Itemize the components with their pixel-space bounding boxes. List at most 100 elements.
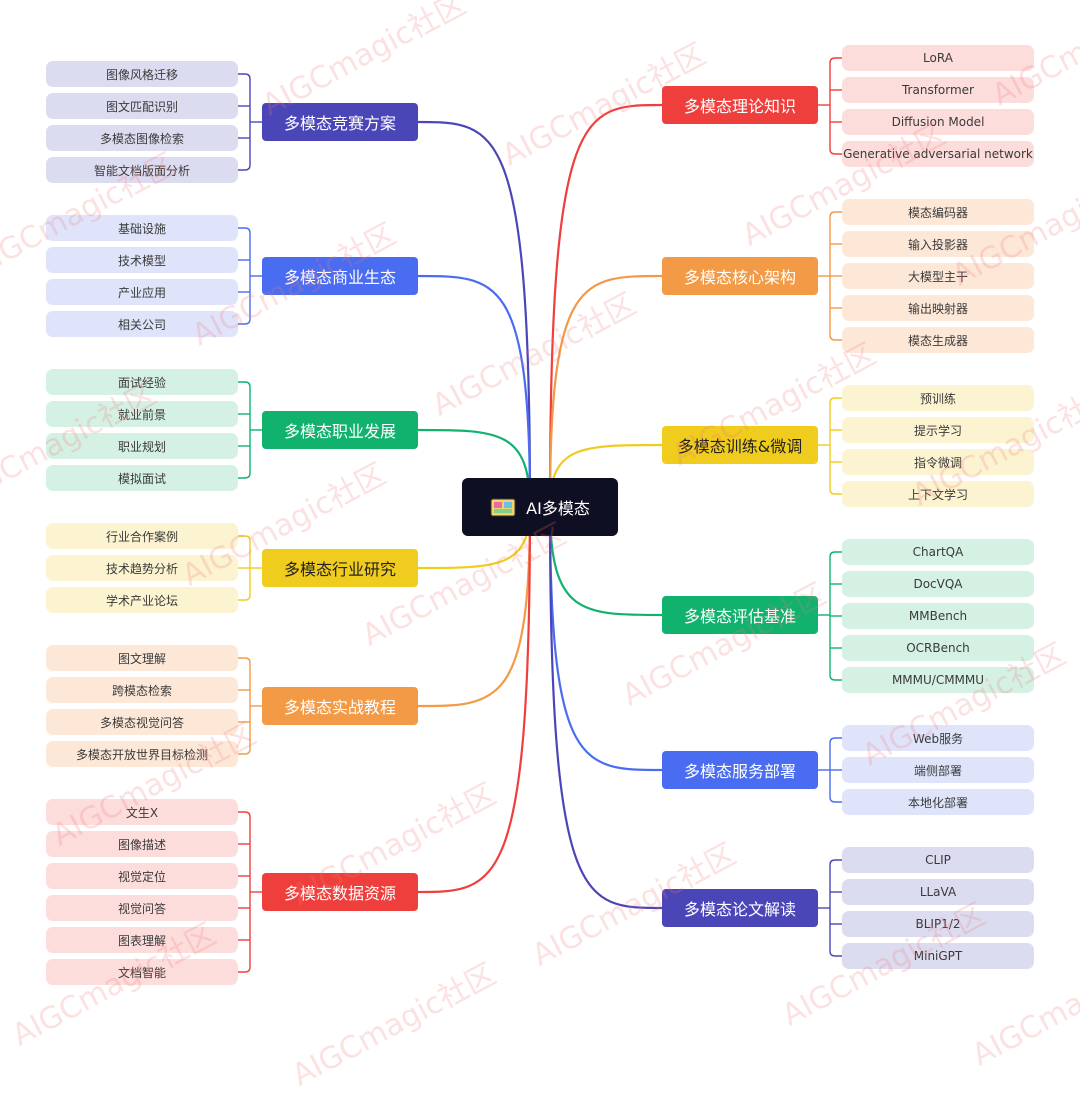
connector-line xyxy=(238,472,251,479)
leaf-node[interactable]: 大模型主干 xyxy=(842,263,1034,289)
branch-node[interactable]: 多模态商业生态 xyxy=(262,257,418,295)
leaf-node[interactable]: MMMU/CMMMU xyxy=(842,667,1034,693)
connector-line xyxy=(238,381,251,388)
leaf-node[interactable]: CLIP xyxy=(842,847,1034,873)
leaf-node[interactable]: OCRBench xyxy=(842,635,1034,661)
branch-node[interactable]: 多模态竞赛方案 xyxy=(262,103,418,141)
leaf-node[interactable]: 跨模态检索 xyxy=(46,677,238,703)
connector-line xyxy=(238,811,251,818)
connector-line xyxy=(238,748,251,755)
branch-node[interactable]: 多模态数据资源 xyxy=(262,873,418,911)
leaf-node[interactable]: BLIP1/2 xyxy=(842,911,1034,937)
leaf-node[interactable]: 行业合作案例 xyxy=(46,523,238,549)
leaf-node[interactable]: 图像风格迁移 xyxy=(46,61,238,87)
connector-line xyxy=(548,103,663,508)
leaf-node[interactable]: 面试经验 xyxy=(46,369,238,395)
leaf-node[interactable]: 职业规划 xyxy=(46,433,238,459)
leaf-node[interactable]: Generative adversarial network xyxy=(842,141,1034,167)
connector-line xyxy=(829,859,842,866)
branch-node[interactable]: 多模态理论知识 xyxy=(662,86,818,124)
leaf-node[interactable]: 视觉问答 xyxy=(46,895,238,921)
connector-line xyxy=(238,535,251,542)
leaf-node[interactable]: 模态编码器 xyxy=(842,199,1034,225)
leaf-node[interactable]: 文档智能 xyxy=(46,959,238,985)
connector-line xyxy=(238,594,251,601)
branch-node[interactable]: 多模态训练&微调 xyxy=(662,426,818,464)
connector-line xyxy=(548,506,663,910)
leaf-node[interactable]: 技术趋势分析 xyxy=(46,555,238,581)
leaf-node[interactable]: Transformer xyxy=(842,77,1034,103)
connector-line xyxy=(829,334,842,341)
root-node[interactable]: AI多模态 xyxy=(462,478,618,536)
leaf-node[interactable]: 上下文学习 xyxy=(842,481,1034,507)
branch-node[interactable]: 多模态行业研究 xyxy=(262,549,418,587)
leaf-node[interactable]: 输入投影器 xyxy=(842,231,1034,257)
leaf-node[interactable]: 本地化部署 xyxy=(842,789,1034,815)
connector-line xyxy=(238,73,251,80)
leaf-node[interactable]: 预训练 xyxy=(842,385,1034,411)
leaf-node[interactable]: LoRA xyxy=(842,45,1034,71)
leaf-node[interactable]: 技术模型 xyxy=(46,247,238,273)
connector-line xyxy=(829,148,842,155)
leaf-node[interactable]: 智能文档版面分析 xyxy=(46,157,238,183)
leaf-node[interactable]: 多模态开放世界目标检测 xyxy=(46,741,238,767)
connector-line xyxy=(829,796,842,803)
branch-node[interactable]: 多模态服务部署 xyxy=(662,751,818,789)
leaf-node[interactable]: MMBench xyxy=(842,603,1034,629)
connector-line xyxy=(238,657,251,664)
leaf-node[interactable]: 图文匹配识别 xyxy=(46,93,238,119)
connector-line xyxy=(417,274,532,508)
connector-line xyxy=(829,737,842,744)
leaf-node[interactable]: ChartQA xyxy=(842,539,1034,565)
connector-line xyxy=(829,488,842,495)
leaf-node[interactable]: Diffusion Model xyxy=(842,109,1034,135)
connector-line xyxy=(548,274,663,508)
leaf-node[interactable]: 输出映射器 xyxy=(842,295,1034,321)
branch-node[interactable]: 多模态评估基准 xyxy=(662,596,818,634)
connector-line xyxy=(417,506,532,894)
root-label: AI多模态 xyxy=(526,499,590,518)
connector-line xyxy=(829,674,842,681)
leaf-node[interactable]: 提示学习 xyxy=(842,417,1034,443)
leaf-node[interactable]: 学术产业论坛 xyxy=(46,587,238,613)
connector-line xyxy=(417,120,532,508)
connector-line xyxy=(829,950,842,957)
connector-line xyxy=(238,318,251,325)
branch-node[interactable]: 多模态核心架构 xyxy=(662,257,818,295)
leaf-node[interactable]: 图文理解 xyxy=(46,645,238,671)
leaf-node[interactable]: 基础设施 xyxy=(46,215,238,241)
leaf-node[interactable]: 图像描述 xyxy=(46,831,238,857)
leaf-node[interactable]: LLaVA xyxy=(842,879,1034,905)
leaf-node[interactable]: 文生X xyxy=(46,799,238,825)
leaf-node[interactable]: 端侧部署 xyxy=(842,757,1034,783)
leaf-node[interactable]: 模态生成器 xyxy=(842,327,1034,353)
leaf-node[interactable]: MiniGPT xyxy=(842,943,1034,969)
connector-line xyxy=(829,211,842,218)
leaf-node[interactable]: DocVQA xyxy=(842,571,1034,597)
leaf-node[interactable]: 就业前景 xyxy=(46,401,238,427)
leaf-node[interactable]: 多模态图像检索 xyxy=(46,125,238,151)
leaf-node[interactable]: Web服务 xyxy=(842,725,1034,751)
leaf-node[interactable]: 指令微调 xyxy=(842,449,1034,475)
connector-lines xyxy=(238,57,842,973)
leaf-node[interactable]: 产业应用 xyxy=(46,279,238,305)
multimodal-app-icon xyxy=(490,497,516,517)
branch-node[interactable]: 多模态论文解读 xyxy=(662,889,818,927)
connector-line xyxy=(238,164,251,171)
leaf-node[interactable]: 视觉定位 xyxy=(46,863,238,889)
connector-line xyxy=(829,397,842,404)
leaf-node[interactable]: 模拟面试 xyxy=(46,465,238,491)
connector-line xyxy=(238,227,251,234)
connector-line xyxy=(548,506,663,617)
leaf-node[interactable]: 相关公司 xyxy=(46,311,238,337)
connector-line xyxy=(417,506,532,708)
branch-node[interactable]: 多模态职业发展 xyxy=(262,411,418,449)
connector-line xyxy=(829,57,842,64)
branch-node[interactable]: 多模态实战教程 xyxy=(262,687,418,725)
leaf-node[interactable]: 多模态视觉问答 xyxy=(46,709,238,735)
connector-line xyxy=(238,966,251,973)
connector-line xyxy=(548,506,663,772)
leaf-node[interactable]: 图表理解 xyxy=(46,927,238,953)
connector-line xyxy=(829,551,842,558)
